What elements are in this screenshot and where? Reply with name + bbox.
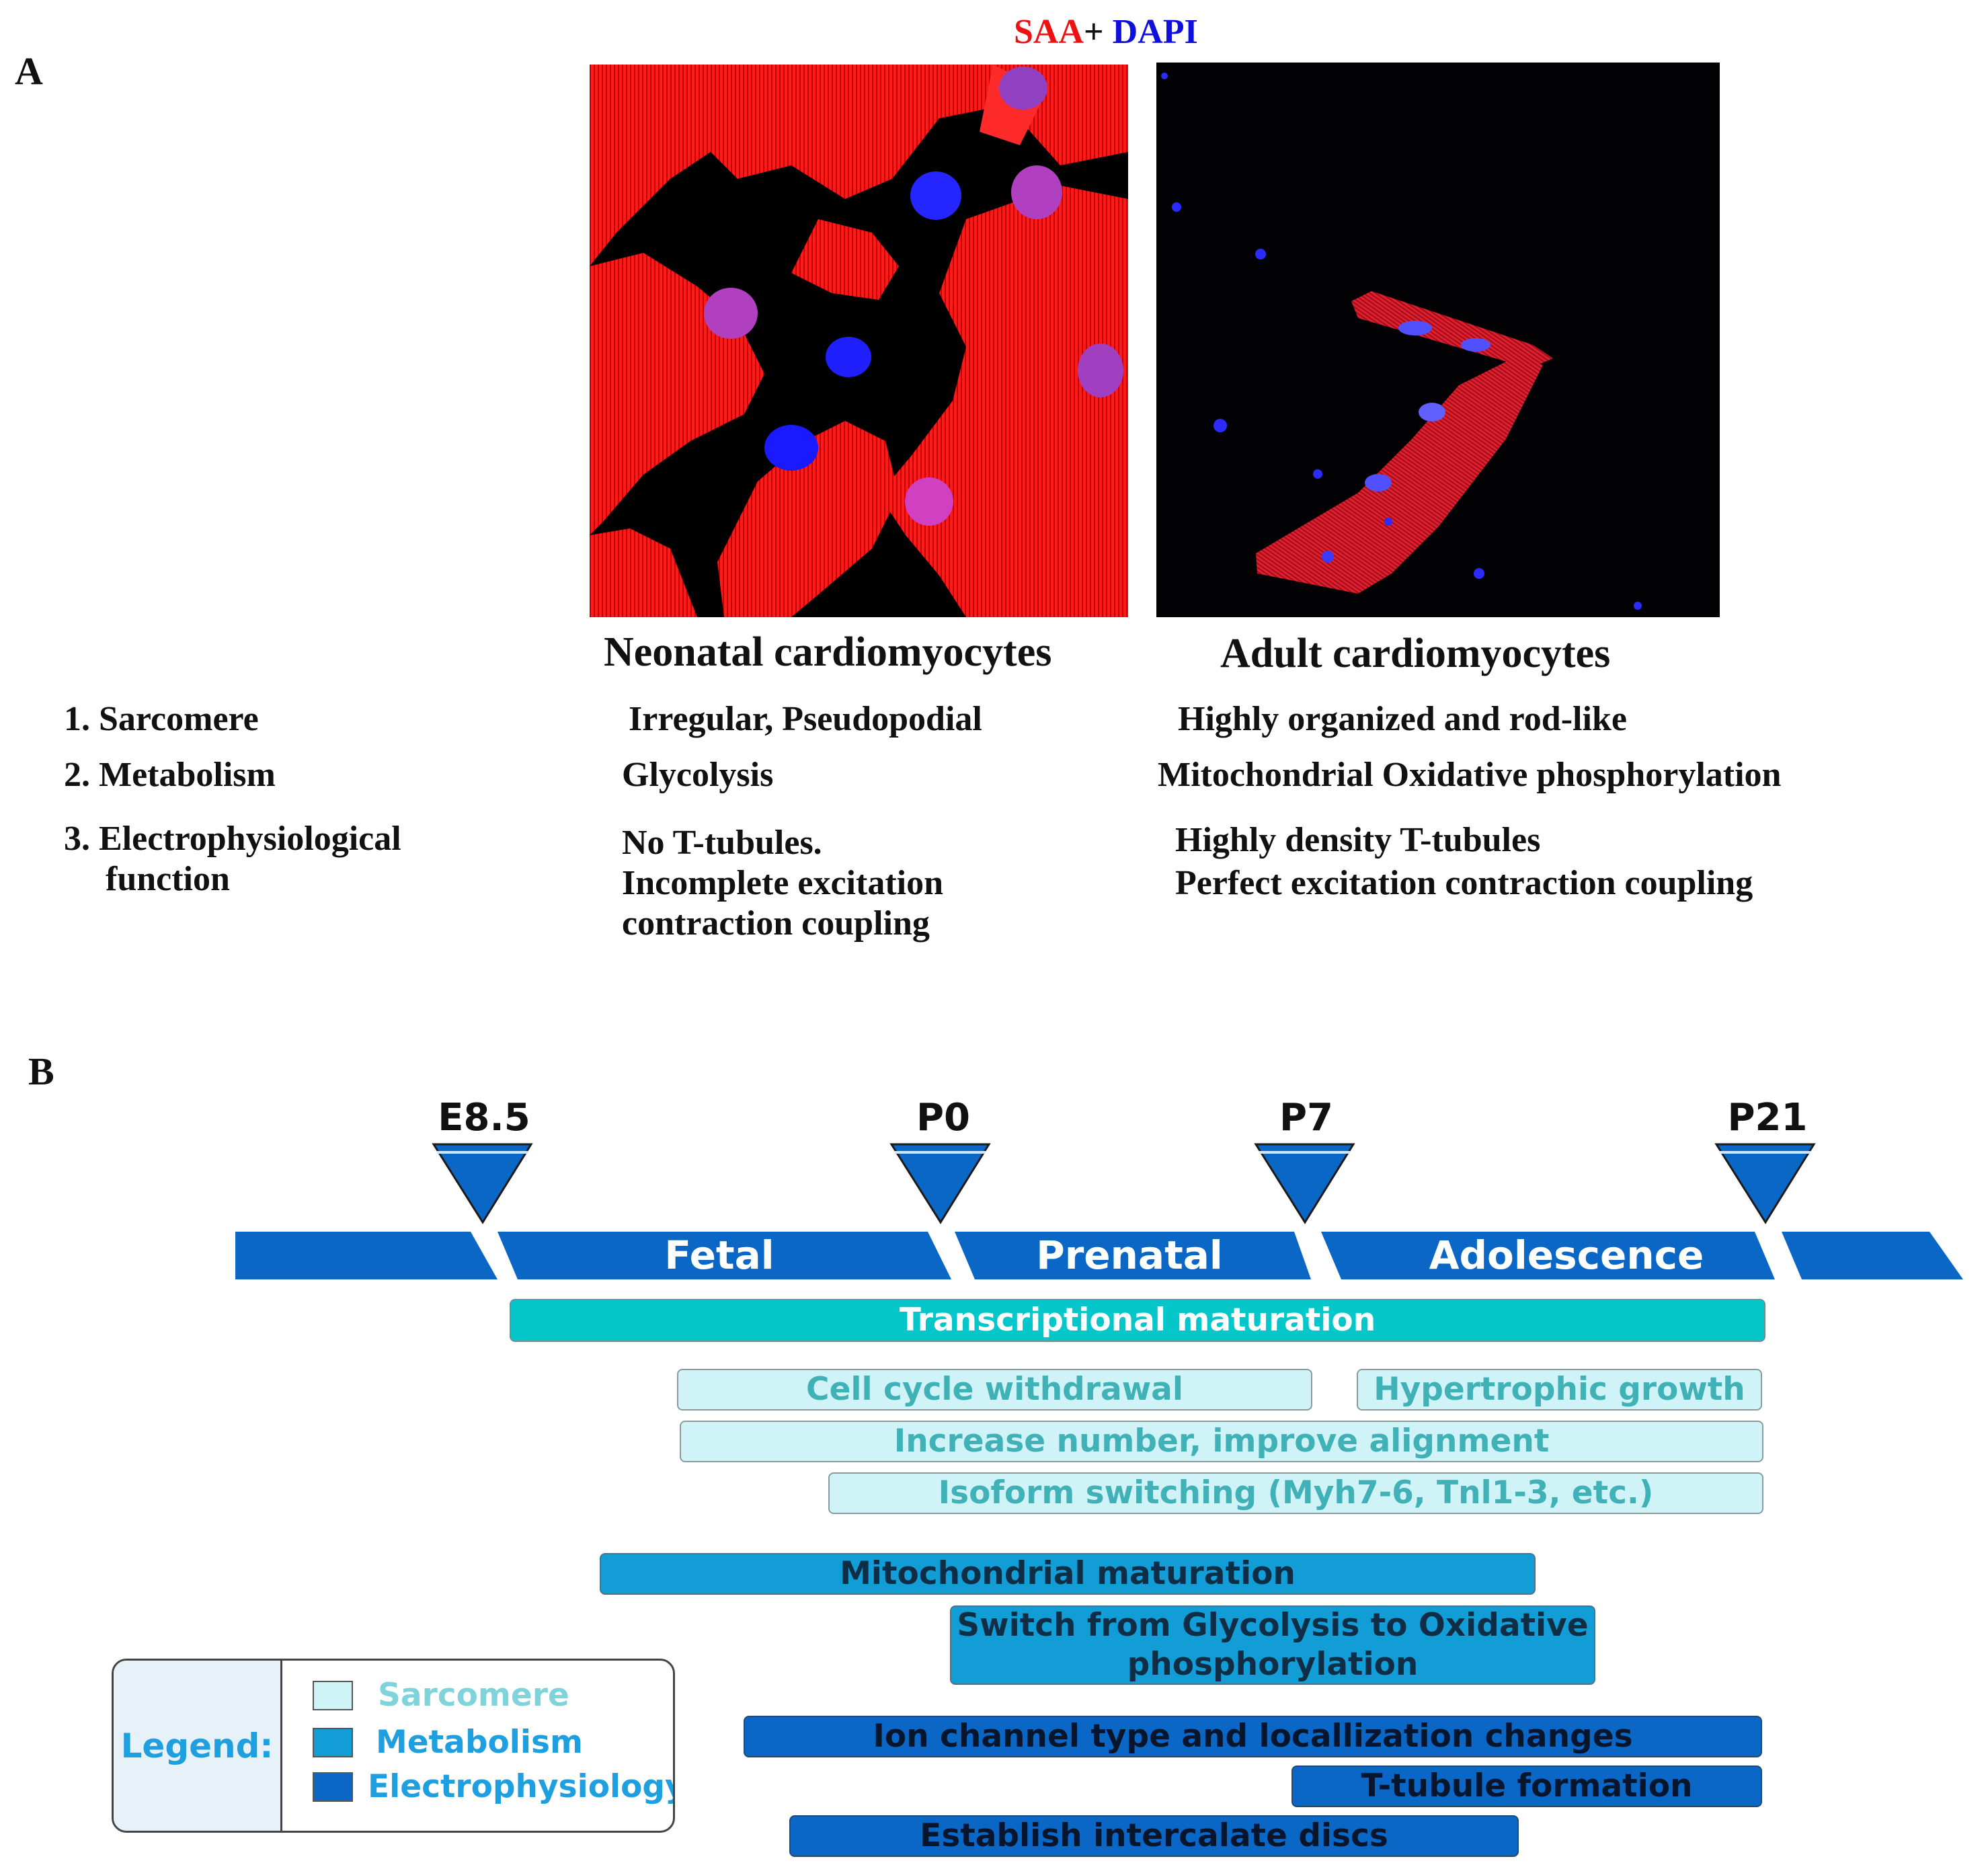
row-adult-metabolism: Mitochondrial Oxidative phosphorylation <box>1158 756 1782 794</box>
legend-swatch-metabolism <box>313 1728 353 1757</box>
row-neonatal-electro-1: No T-tubules. <box>622 824 822 862</box>
adult-micrograph <box>1156 63 1720 617</box>
stain-title: SAA+ DAPI <box>1014 12 1198 52</box>
bar-mitochondrial-maturation: Mitochondrial maturation <box>600 1553 1536 1595</box>
panel-b-letter: B <box>28 1049 54 1093</box>
row-label-metabolism: 2. Metabolism <box>64 756 276 794</box>
arrow-p0 <box>889 1143 991 1224</box>
timeline-segment-prenatal <box>955 1232 1311 1279</box>
row-neonatal-electro-2: Incomplete excitation <box>622 864 944 902</box>
legend-title-cell: Legend: <box>114 1661 282 1831</box>
timeline-segments <box>235 1232 1963 1279</box>
neonatal-caption: Neonatal cardiomyocytes <box>604 629 1052 675</box>
timeline-segment-adolescence <box>1321 1232 1775 1279</box>
stage-adolescence: Adolescence <box>1429 1232 1704 1278</box>
bar-switch-line2: phosphorylation <box>1127 1646 1419 1683</box>
bar-hypertrophic-growth: Hypertrophic growth <box>1357 1369 1762 1411</box>
timeline-segment-fetal <box>498 1232 951 1279</box>
stain-saa: SAA <box>1014 13 1084 51</box>
bar-ion-channel: Ion channel type and locallization chang… <box>744 1716 1762 1757</box>
stage-fetal: Fetal <box>664 1232 774 1278</box>
row-label-electro-2: function <box>106 860 230 898</box>
stain-plus: + <box>1084 13 1113 51</box>
marker-p0: P0 <box>916 1096 970 1140</box>
row-neonatal-metabolism: Glycolysis <box>622 756 774 794</box>
timeline-markers <box>432 1143 1816 1224</box>
bar-switch-line1: Switch from Glycolysis to Oxidative <box>957 1607 1589 1644</box>
bar-cell-cycle-withdrawal: Cell cycle withdrawal <box>677 1369 1312 1411</box>
marker-p21: P21 <box>1727 1096 1808 1140</box>
arrow-p7 <box>1254 1143 1355 1224</box>
stage-prenatal: Prenatal <box>1036 1232 1223 1278</box>
legend-swatch-electrophysiology <box>313 1772 353 1802</box>
marker-p7: P7 <box>1279 1096 1333 1140</box>
bar-increase-number: Increase number, improve alignment <box>680 1421 1763 1462</box>
bar-intercalate-discs: Establish intercalate discs <box>789 1815 1519 1857</box>
row-neonatal-electro-3: contraction coupling <box>622 904 930 943</box>
stain-dapi: DAPI <box>1112 13 1198 51</box>
bar-t-tubule-formation: T-tubule formation <box>1291 1765 1762 1807</box>
timeline-segment-end <box>1782 1232 1963 1279</box>
row-adult-electro-1: Highly density T-tubules <box>1175 821 1541 859</box>
marker-e8-5: E8.5 <box>438 1096 530 1140</box>
legend-label-sarcomere: Sarcomere <box>378 1677 569 1714</box>
bar-switch-glycolysis: Switch from Glycolysis to Oxidative phos… <box>950 1605 1595 1685</box>
bar-isoform-switching: Isoform switching (Myh7-6, Tnl1-3, etc.) <box>828 1472 1763 1514</box>
timeline-graphic <box>235 1143 1963 1279</box>
bar-transcriptional-maturation: Transcriptional maturation <box>510 1299 1765 1342</box>
arrow-e8-5 <box>432 1143 533 1224</box>
adult-caption: Adult cardiomyocytes <box>1220 631 1611 676</box>
legend-label-metabolism: Metabolism <box>376 1724 583 1761</box>
row-neonatal-sarcomere: Irregular, Pseudopodial <box>629 700 982 738</box>
row-adult-sarcomere: Highly organized and rod-like <box>1178 700 1627 738</box>
arrow-p21 <box>1714 1143 1816 1224</box>
legend-swatch-sarcomere <box>313 1681 353 1710</box>
neonatal-micrograph <box>590 65 1128 617</box>
row-adult-electro-2: Perfect excitation contraction coupling <box>1175 864 1753 902</box>
timeline-segment-start <box>235 1232 498 1279</box>
legend-title: Legend: <box>120 1726 274 1765</box>
row-label-sarcomere: 1. Sarcomere <box>64 700 259 738</box>
legend-label-electrophysiology: Electrophysiology <box>368 1768 675 1805</box>
panel-a-letter: A <box>15 49 43 93</box>
row-label-electro-1: 3. Electrophysiological <box>64 820 401 858</box>
legend: Legend: Sarcomere Metabolism Electrophys… <box>112 1659 675 1833</box>
